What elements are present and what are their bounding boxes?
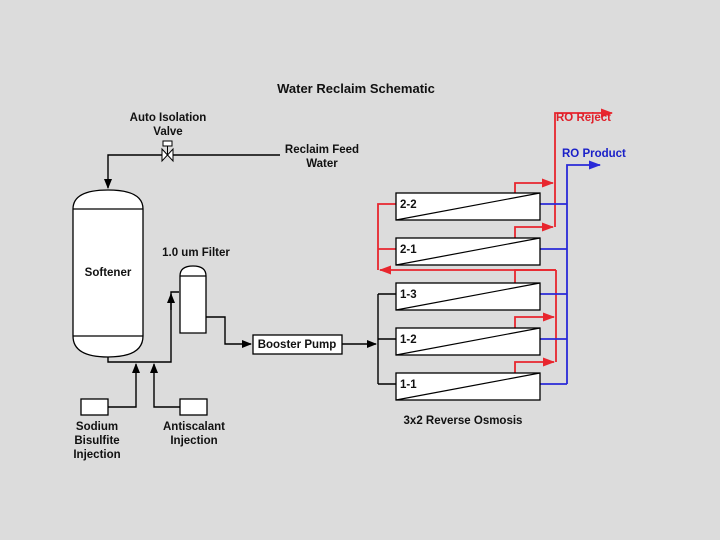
ro-system-label: 3x2 Reverse Osmosis <box>404 415 523 427</box>
feed-label-line2: Water <box>306 158 338 170</box>
filter-to-pump-line <box>206 316 252 348</box>
filter-vessel[interactable] <box>179 265 207 334</box>
ro-vessel-2-2[interactable]: 2-2 <box>395 192 541 221</box>
ro-vessel-label: 2-2 <box>400 199 417 211</box>
ro-reject-label: RO Reject <box>556 112 611 124</box>
stage2-feed-line <box>377 203 557 362</box>
sodium-bisulfite-injector[interactable] <box>80 398 109 416</box>
ro-vessel-label: 1-2 <box>400 334 417 346</box>
ro-product-label: RO Product <box>562 148 626 160</box>
ro-vessel-label: 1-3 <box>400 289 417 301</box>
antiscalant-injector[interactable] <box>179 398 208 416</box>
membrane-line <box>395 282 541 311</box>
valve-label-line2: Valve <box>153 126 182 138</box>
filter-label: 1.0 um Filter <box>162 247 230 259</box>
pump-to-ro-line <box>342 293 396 385</box>
ro-vessel-1-2[interactable]: 1-2 <box>395 327 541 356</box>
ro-vessel-2-1[interactable]: 2-1 <box>395 237 541 266</box>
sodium-bisulfite-injection-line <box>108 363 140 408</box>
softener-label: Softener <box>85 267 132 279</box>
ro-vessels: 2-2 2-1 1-3 1-2 1-1 <box>395 192 541 401</box>
ro-vessel-1-3[interactable]: 1-3 <box>395 282 541 311</box>
softener-tank[interactable] <box>72 189 144 358</box>
membrane-line <box>395 372 541 401</box>
sodium-label-line2: Bisulfite <box>74 435 119 447</box>
product-collector-line <box>540 160 601 385</box>
booster-pump-label: Booster Pump <box>258 339 337 351</box>
membrane-line <box>395 327 541 356</box>
diagram-title: Water Reclaim Schematic <box>277 81 435 96</box>
ro-vessel-label: 1-1 <box>400 379 417 391</box>
softener-to-filter-line <box>107 291 179 363</box>
ro-vessel-label: 2-1 <box>400 244 417 256</box>
auto-isolation-valve-icon[interactable] <box>161 140 174 163</box>
valve-label-line1: Auto Isolation <box>130 112 207 124</box>
reject-collector-line <box>514 108 613 373</box>
ro-vessel-1-1[interactable]: 1-1 <box>395 372 541 401</box>
antiscalant-injection-line <box>150 363 180 408</box>
sodium-label-line1: Sodium <box>76 421 118 433</box>
antiscalant-label-line1: Antiscalant <box>163 421 225 433</box>
antiscalant-label-line2: Injection <box>170 435 217 447</box>
membrane-line <box>395 192 541 221</box>
membrane-line <box>395 237 541 266</box>
sodium-label-line3: Injection <box>73 449 120 461</box>
feed-line <box>104 154 280 189</box>
feed-label-line1: Reclaim Feed <box>285 144 359 156</box>
